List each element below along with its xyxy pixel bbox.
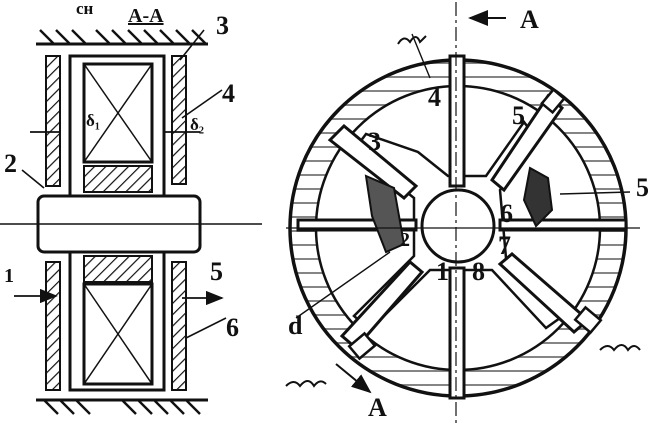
section-view-a-a: сн A-A 3 4 2 1 5 6 δ₁ δ₂ bbox=[0, 0, 262, 415]
leader-lines-left bbox=[21, 29, 227, 339]
blade-lower-right bbox=[497, 252, 591, 335]
lower-coil bbox=[82, 282, 154, 386]
section-arrow-bottom bbox=[335, 363, 372, 394]
blade-top bbox=[448, 54, 466, 188]
leader-lines-right bbox=[295, 33, 631, 319]
section-mark-bottom: A bbox=[368, 393, 387, 422]
pocket-left bbox=[364, 174, 406, 254]
label-part-1-left: 1 bbox=[4, 265, 14, 287]
upper-coil bbox=[82, 62, 154, 164]
blade-tips bbox=[347, 87, 603, 361]
label-part-5-right: 5 bbox=[636, 173, 649, 202]
left-wall-upper bbox=[45, 55, 61, 187]
label-gap-1: δ₁ bbox=[86, 111, 100, 130]
blade-lower-left bbox=[339, 259, 425, 351]
label-part-3-right: 3 bbox=[368, 127, 381, 156]
blade-upper-left bbox=[327, 123, 419, 201]
label-part-7-right: 7 bbox=[498, 231, 511, 260]
label-part-6-right: 6 bbox=[500, 199, 513, 228]
blade-left bbox=[296, 218, 418, 232]
label-gap-2: δ₂ bbox=[190, 115, 204, 134]
label-part-3-left: 3 bbox=[216, 11, 229, 40]
label-part-2-left: 2 bbox=[4, 149, 17, 178]
label-part-5-upper: 5 bbox=[512, 101, 525, 130]
hub-lower bbox=[83, 255, 153, 283]
label-part-5-left: 5 bbox=[210, 257, 223, 286]
label-part-8-right: 8 bbox=[472, 257, 485, 286]
section-title-prefix: сн bbox=[76, 0, 94, 18]
support-bottom-left bbox=[285, 380, 327, 388]
right-wall-upper bbox=[171, 55, 187, 185]
pocket-right bbox=[522, 166, 554, 228]
hub-upper bbox=[83, 165, 153, 193]
support-top bbox=[397, 35, 427, 45]
label-part-6-left: 6 bbox=[226, 313, 239, 342]
front-view: A A 3 4 5 5 2 6 7 8 1 d bbox=[285, 2, 649, 424]
blades bbox=[296, 54, 628, 400]
left-wall-lower bbox=[45, 261, 61, 391]
label-part-2-right: 2 bbox=[400, 229, 410, 251]
section-mark-top: A bbox=[520, 5, 539, 34]
housing-top bbox=[36, 29, 208, 46]
support-bottom-right bbox=[599, 344, 641, 352]
label-part-4-right: 4 bbox=[428, 83, 441, 112]
central-bore bbox=[420, 188, 496, 264]
label-part-4-left: 4 bbox=[222, 79, 235, 108]
section-title: A-A bbox=[128, 5, 164, 27]
right-wall-lower bbox=[171, 261, 187, 391]
diagonal-blades bbox=[327, 93, 591, 351]
blade-bottom bbox=[448, 266, 466, 400]
label-part-1-right: 1 bbox=[436, 257, 449, 286]
label-part-d-right: d bbox=[288, 311, 303, 340]
housing-bottom bbox=[36, 398, 208, 415]
blade-right bbox=[498, 218, 628, 232]
